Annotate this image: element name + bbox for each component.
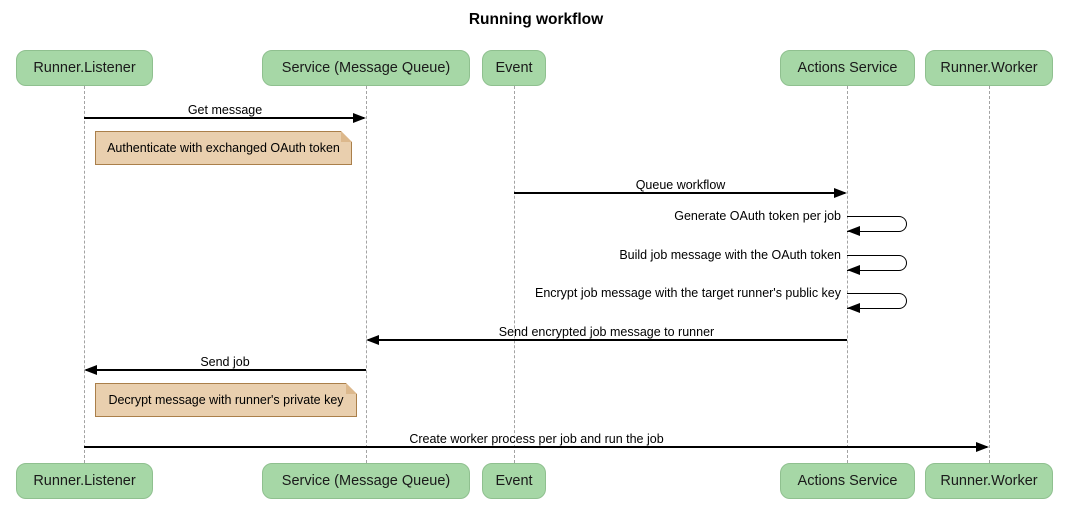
message-label-send-encrypted: Send encrypted job message to runner (498, 325, 715, 339)
actor-runner-listener-top: Runner.Listener (16, 50, 153, 86)
actor-event-top: Event (482, 50, 546, 86)
self-loop-icon (847, 255, 907, 271)
note-authenticate-text: Authenticate with exchanged OAuth token (107, 141, 340, 155)
note-fold-icon (341, 131, 352, 142)
actor-service-message-queue-bottom: Service (Message Queue) (262, 463, 470, 499)
message-label-get-message: Get message (187, 103, 263, 117)
actor-actions-service-bottom: Actions Service (780, 463, 915, 499)
message-label-queue-workflow: Queue workflow (635, 178, 726, 192)
arrowhead-left-icon (84, 365, 97, 375)
message-line-send-encrypted (368, 339, 847, 341)
lifeline-event (514, 86, 515, 463)
message-line-queue-workflow (514, 192, 845, 194)
arrowhead-left-icon (847, 303, 860, 313)
self-message-label-generate-token: Generate OAuth token per job (674, 209, 841, 223)
lifeline-service-message-queue (366, 86, 367, 463)
note-decrypt-text: Decrypt message with runner's private ke… (108, 393, 344, 407)
arrowhead-right-icon (976, 442, 989, 452)
arrowhead-right-icon (834, 188, 847, 198)
message-label-create-worker: Create worker process per job and run th… (409, 432, 664, 446)
arrowhead-left-icon (366, 335, 379, 345)
message-label-send-job: Send job (200, 355, 250, 369)
actor-runner-worker-bottom: Runner.Worker (925, 463, 1053, 499)
note-fold-icon (346, 383, 357, 394)
message-line-send-job (86, 369, 366, 371)
actor-event-bottom: Event (482, 463, 546, 499)
arrowhead-right-icon (353, 113, 366, 123)
note-authenticate: Authenticate with exchanged OAuth token (95, 130, 353, 165)
arrowhead-left-icon (847, 265, 860, 275)
self-message-label-encrypt-message: Encrypt job message with the target runn… (534, 286, 841, 300)
arrowhead-left-icon (847, 226, 860, 236)
actor-runner-listener-bottom: Runner.Listener (16, 463, 153, 499)
lifeline-runner-worker (989, 86, 990, 463)
lifeline-runner-listener (84, 86, 85, 463)
self-loop-icon (847, 216, 907, 232)
message-line-get-message (84, 117, 364, 119)
self-loop-icon (847, 293, 907, 309)
message-line-create-worker (84, 446, 987, 448)
actor-actions-service-top: Actions Service (780, 50, 915, 86)
self-message-label-build-message: Build job message with the OAuth token (619, 248, 841, 262)
note-decrypt: Decrypt message with runner's private ke… (95, 382, 358, 417)
actor-service-message-queue-top: Service (Message Queue) (262, 50, 470, 86)
actor-runner-worker-top: Runner.Worker (925, 50, 1053, 86)
diagram-title: Running workflow (468, 11, 604, 28)
